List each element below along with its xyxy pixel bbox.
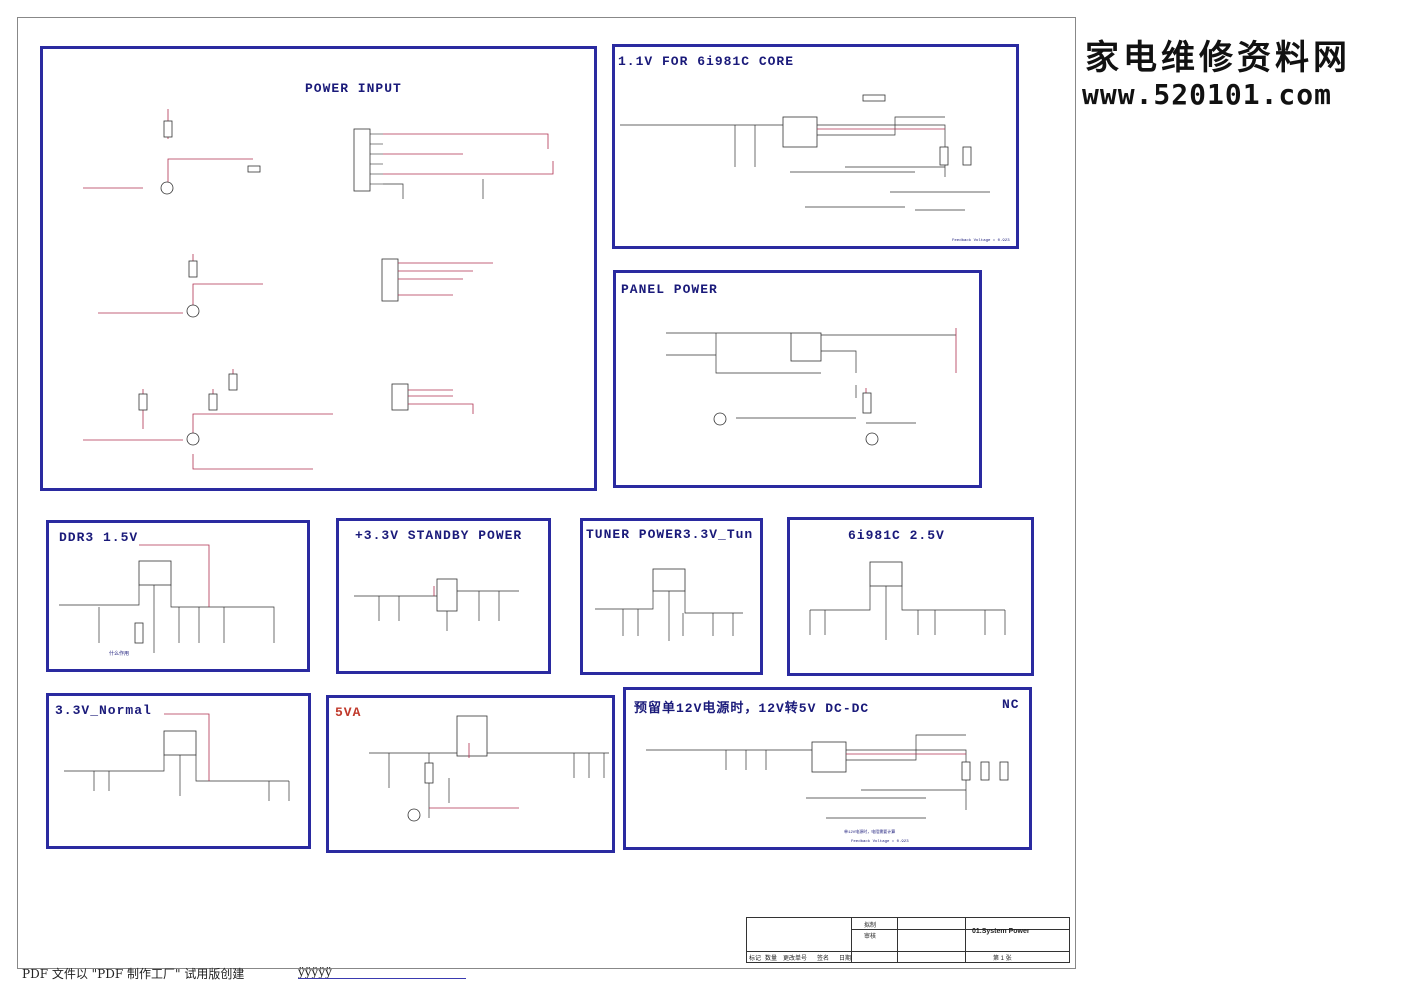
panel-panel-power: PANEL POWER: [613, 270, 982, 488]
footer-underline: [298, 978, 466, 979]
panel-title: 6i981C 2.5V: [848, 528, 945, 543]
power-input-circuit: [83, 109, 554, 470]
panel-3v3-normal: 3.3V_Normal: [46, 693, 311, 849]
panel-ddr3: DDR3 1.5V 什么作用: [46, 520, 310, 672]
dcdc-note: 单12V电源时，电阻需要计算: [844, 831, 896, 835]
panel-power-input: POWER INPUT: [40, 46, 597, 491]
panel-title: 5VA: [335, 705, 362, 720]
title-block-row1: 拟制: [864, 923, 877, 929]
core-dcdc-circuit: [620, 94, 990, 211]
tuner-ldo-circuit: [595, 568, 743, 641]
panel-title: 1.1V FOR 6i981C CORE: [618, 54, 795, 69]
panel-title: PANEL POWER: [621, 282, 718, 297]
title-block-col-mark: 标记: [749, 956, 762, 962]
panel-core-1v1: 1.1V FOR 6i981C CORE Feedback Voltage = …: [612, 44, 1019, 249]
title-block-col-qty: 数量: [765, 956, 778, 962]
title-block-col-date: 日期: [839, 956, 852, 962]
pdf-footer-link[interactable]: ÿÿÿÿÿ: [298, 965, 332, 979]
pdf-footer-text: PDF 文件以 "PDF 制作工厂" 试用版创建: [22, 967, 245, 981]
watermark-url: www.520101.com: [1082, 78, 1333, 111]
v25-ldo-circuit: [809, 561, 1006, 640]
panel-tuner: TUNER POWER3.3V_Tun: [580, 518, 763, 675]
title-block: 拟制 审核 标记 数量 更改单号 签名 日期 01.System Power 第…: [746, 917, 1070, 963]
ddr3-note: 什么作用: [109, 651, 130, 657]
watermark-chinese: 家电维修资料网: [1085, 38, 1351, 78]
5va-switch-circuit: [369, 715, 609, 822]
document-title: 01.System Power: [972, 928, 1030, 935]
panel-5va: 5VA: [326, 695, 615, 853]
panel-2v5: 6i981C 2.5V: [787, 517, 1034, 676]
schematic-sheet-border: [17, 17, 1076, 969]
panel-power-circuit: [666, 328, 957, 446]
panel-nc-mark: NC: [1002, 697, 1020, 712]
title-block-col-change: 更改单号: [783, 956, 808, 962]
panel-title: POWER INPUT: [305, 81, 402, 96]
panel-standby: +3.3V STANDBY POWER: [336, 518, 551, 674]
page-number: 第 1 张: [993, 956, 1012, 962]
panel-title: +3.3V STANDBY POWER: [355, 528, 523, 543]
panel-12v-dcdc: 预留单12V电源时，12V转5V DC-DC NC 单12V电源时，电阻需要计算…: [623, 687, 1032, 850]
feedback-note: Feedback Voltage = 0.923: [952, 239, 1010, 243]
title-block-col-sign: 签名: [817, 956, 830, 962]
standby-ldo-circuit: [354, 578, 519, 631]
title-block-row2: 审核: [864, 934, 877, 940]
panel-title: 预留单12V电源时，12V转5V DC-DC: [634, 701, 870, 716]
ddr3-ldo-circuit: [59, 544, 275, 653]
dcdc-feedback-note: Feedback Voltage = 0.923: [851, 840, 909, 844]
dcdc-circuit: [646, 734, 1009, 819]
panel-title: TUNER POWER3.3V_Tun: [586, 527, 754, 542]
normal-ldo-circuit: [64, 713, 290, 801]
panel-title: 3.3V_Normal: [55, 703, 152, 718]
panel-title: DDR3 1.5V: [59, 530, 139, 545]
